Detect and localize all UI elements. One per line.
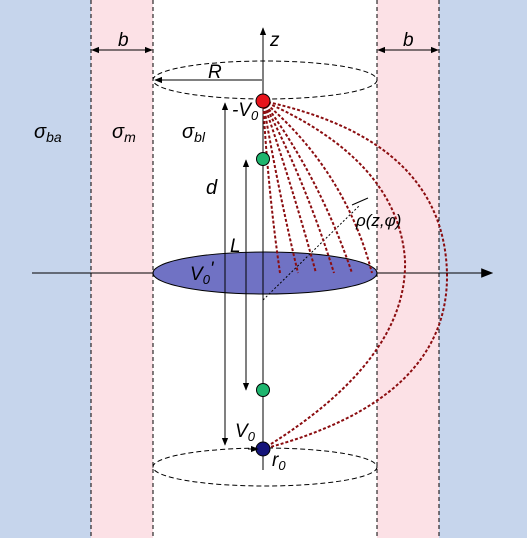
L-label: L	[230, 236, 241, 257]
bath-region-right	[439, 0, 527, 538]
central-disk-ellipse	[152, 251, 378, 295]
sigma-ba-label: σba	[34, 121, 62, 145]
b-right-label: b	[403, 30, 414, 51]
membrane-region-right	[377, 0, 439, 538]
field-line	[262, 100, 353, 274]
b-left-label: b	[118, 30, 129, 51]
rho-label: ρ(z,φ)	[355, 211, 401, 230]
field-line	[262, 100, 281, 274]
green-electrode-top	[256, 152, 270, 166]
d-label: d	[206, 177, 218, 199]
r0-label: r0	[272, 450, 286, 473]
sigma-bl-label: σbl	[182, 121, 206, 145]
bath-region-left	[0, 0, 91, 538]
R-label: R	[208, 62, 222, 83]
field-line	[262, 100, 335, 274]
sigma-m-label: σm	[112, 121, 136, 145]
green-electrode-bottom	[256, 383, 270, 397]
field-line	[262, 100, 373, 274]
v0-label: V0	[235, 421, 256, 444]
rho-tick	[351, 197, 369, 206]
v0-prime-label: V0'	[190, 259, 215, 287]
field-line	[262, 100, 299, 274]
membrane-region-left	[91, 0, 153, 538]
field-lines	[262, 100, 449, 450]
field-line	[262, 100, 317, 274]
red-electrode	[255, 93, 271, 109]
neg-v0-label: -V0	[232, 100, 259, 123]
field-line	[262, 100, 449, 450]
z-axis-label: z	[269, 30, 280, 51]
blue-electrode	[255, 441, 271, 457]
band-borders	[90, 0, 440, 538]
rho-radial-line	[262, 204, 361, 301]
